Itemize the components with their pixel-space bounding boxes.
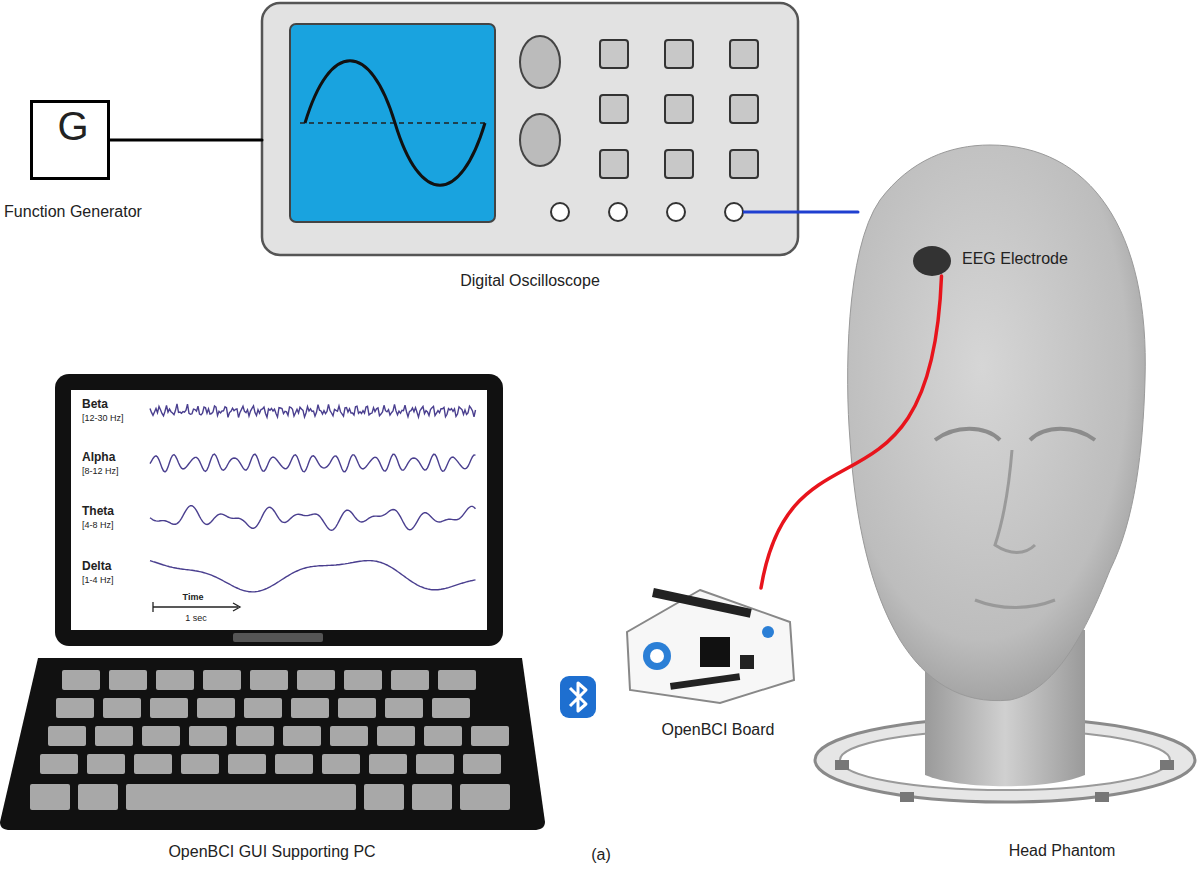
laptop-pc: OpenBCI GUI Supporting PC	[0, 372, 545, 832]
electrode-wire	[761, 276, 942, 588]
node-label: Function Generator	[4, 203, 142, 221]
screen-label: [4-8 Hz]	[82, 520, 114, 530]
oscilloscope-drawing	[262, 3, 798, 255]
screen-label: [8-12 Hz]	[82, 466, 119, 476]
laptop-drawing	[0, 374, 545, 830]
screen-label: Alpha	[82, 451, 115, 465]
openbci-board: OpenBCI Board	[625, 588, 795, 705]
screen-label: Theta	[82, 505, 114, 519]
screen-label: Delta	[82, 560, 111, 574]
signal-cable	[798, 211, 858, 214]
eeg-wave	[150, 454, 476, 472]
bluetooth-icon	[560, 676, 596, 718]
node-label: EEG Electrode	[962, 250, 1068, 268]
screen-label: [1-4 Hz]	[82, 575, 114, 585]
node-label: Head Phantom	[1009, 842, 1116, 860]
head-phantom-drawing	[815, 145, 1195, 802]
function-generator-box: GFunction Generator	[30, 100, 110, 180]
signal-cable	[110, 139, 262, 142]
eeg-wave	[150, 404, 476, 418]
screen-label: [12-30 Hz]	[82, 413, 124, 423]
eeg-wave	[150, 561, 476, 592]
screen-label: Time	[183, 592, 204, 602]
openbci-board-drawing	[627, 588, 794, 703]
eeg-wave	[150, 506, 476, 531]
figure-caption: (a)	[591, 846, 611, 864]
node-label: Digital Oscilloscope	[460, 272, 600, 290]
oscilloscope-box: Digital Oscilloscope	[262, 3, 798, 255]
node-label: OpenBCI GUI Supporting PC	[168, 843, 375, 861]
generator-symbol-letter: G	[57, 103, 88, 149]
node-label: OpenBCI Board	[662, 721, 775, 739]
head-phantom: Head PhantomEEG Electrode	[858, 150, 1143, 800]
screen-label: Beta	[82, 398, 108, 412]
screen-label: 1 sec	[185, 613, 207, 623]
eeg-electrode: EEG Electrode	[913, 246, 951, 276]
